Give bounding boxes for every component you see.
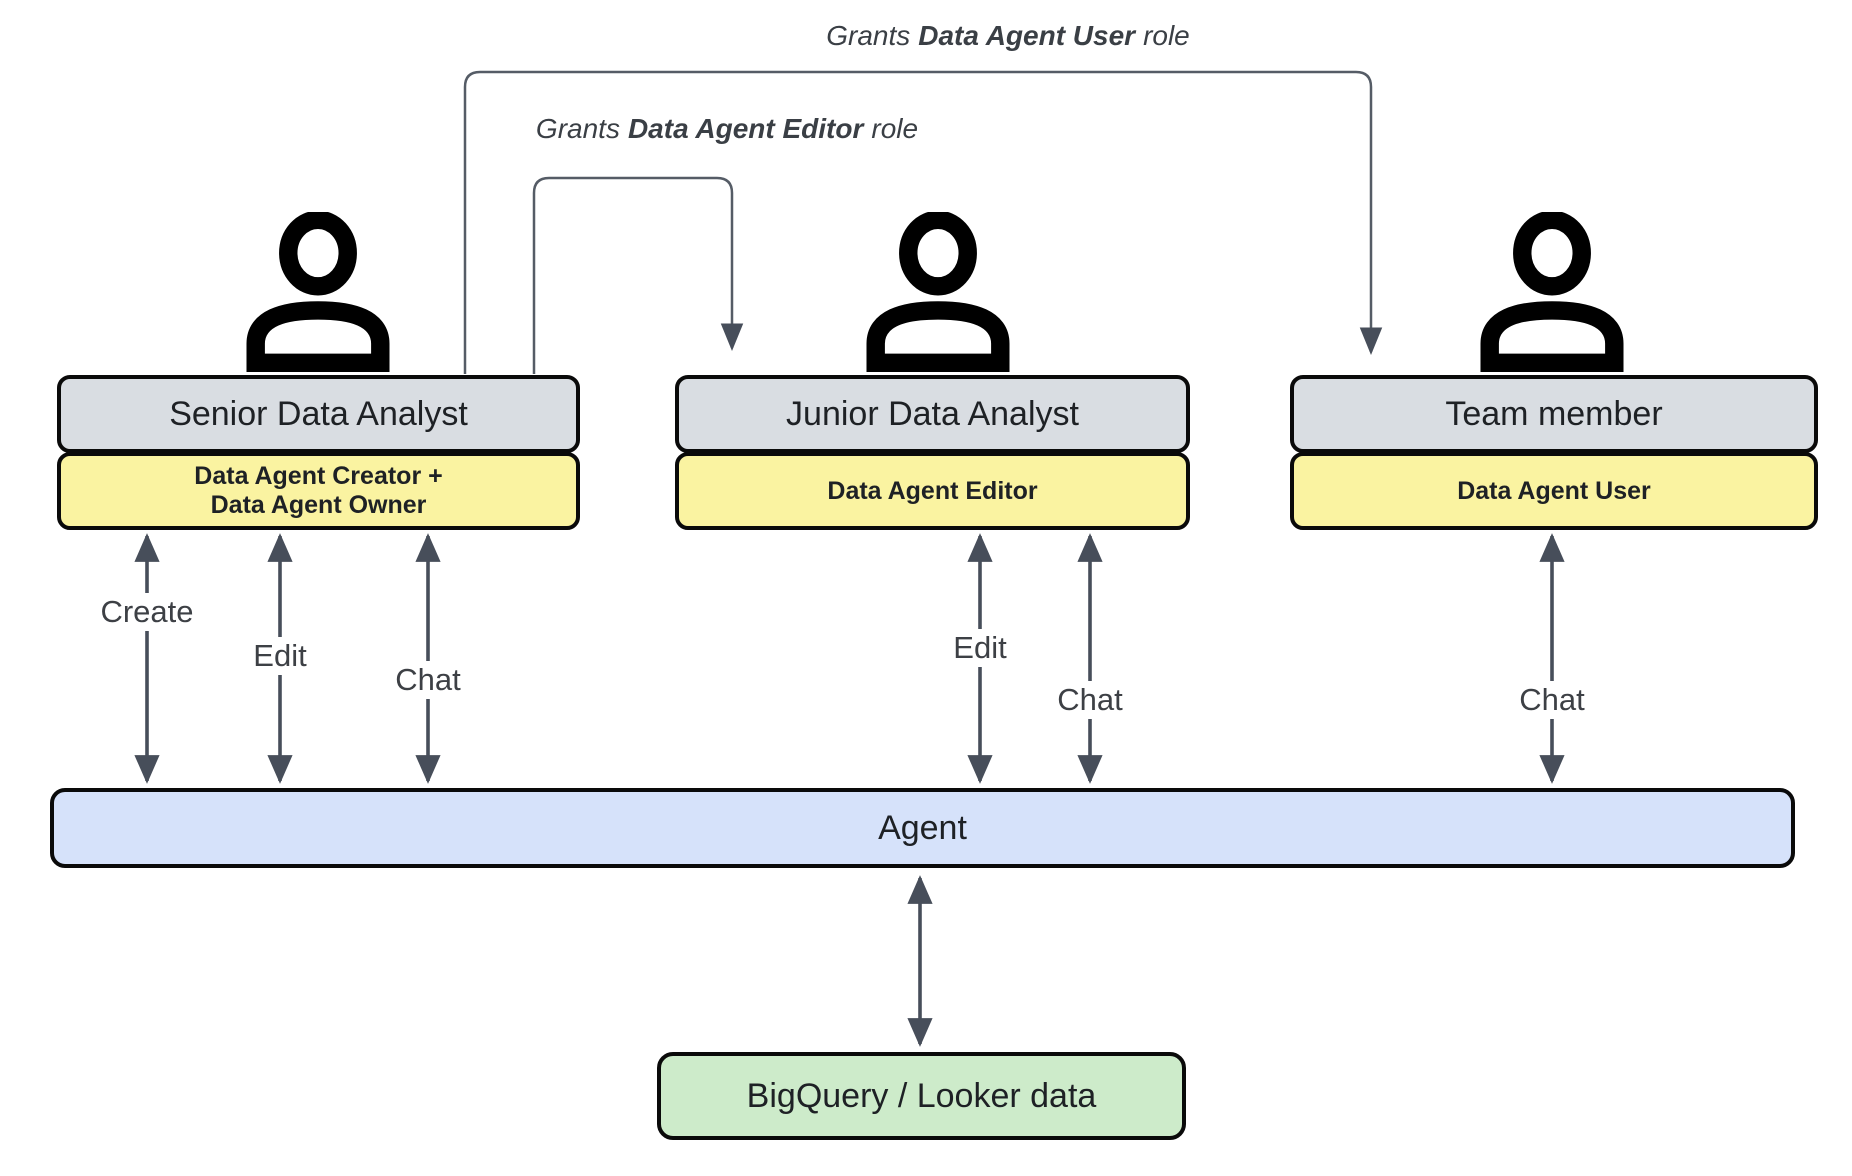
grants-editor-prefix: Grants <box>535 113 620 144</box>
grants-user-label: Grants Data Agent User role <box>826 20 1190 52</box>
agent-bar-text: Agent <box>878 808 967 847</box>
actor-role-team-line1: Data Agent User <box>1457 476 1651 505</box>
grants-editor-connector <box>532 176 744 374</box>
actor-role-senior-line1: Data Agent Creator + <box>194 462 443 490</box>
grants-user-connector <box>463 70 1383 374</box>
create-label-senior: Create <box>94 593 200 631</box>
actor-role-junior: Data Agent Editor <box>675 452 1190 530</box>
actor-role-team: Data Agent User <box>1290 452 1818 530</box>
datastore-box: BigQuery / Looker data <box>657 1052 1186 1140</box>
person-icon-junior <box>866 212 1010 372</box>
actor-role-junior-line1: Data Agent Editor <box>827 476 1038 505</box>
person-icon-team <box>1480 212 1624 372</box>
actor-role-senior-line2: Data Agent Owner <box>210 491 427 519</box>
actor-title-junior-text: Junior Data Analyst <box>786 394 1079 433</box>
grants-editor-label: Grants Data Agent Editor role <box>536 113 918 145</box>
grants-editor-role-name: Data Agent Editor <box>627 113 864 144</box>
chat-label-junior: Chat <box>1051 681 1129 719</box>
actor-title-junior: Junior Data Analyst <box>675 375 1190 453</box>
grants-user-suffix: role <box>1143 20 1190 51</box>
agent-bar: Agent <box>50 788 1795 868</box>
edit-label-senior: Edit <box>247 637 313 675</box>
chat-label-team: Chat <box>1513 681 1591 719</box>
actor-role-senior: Data Agent Creator + Data Agent Owner <box>57 452 580 530</box>
edit-label-junior: Edit <box>947 629 1013 667</box>
datastore-box-text: BigQuery / Looker data <box>746 1076 1097 1115</box>
grants-editor-suffix: role <box>871 113 919 144</box>
person-icon-senior <box>246 212 390 372</box>
actor-title-team-text: Team member <box>1445 394 1663 433</box>
actor-title-senior: Senior Data Analyst <box>57 375 580 453</box>
actor-title-team: Team member <box>1290 375 1818 453</box>
grants-user-prefix: Grants <box>826 20 911 51</box>
actor-title-senior-text: Senior Data Analyst <box>169 394 468 433</box>
chat-label-senior: Chat <box>389 661 467 699</box>
grants-user-role-name: Data Agent User <box>918 20 1136 51</box>
